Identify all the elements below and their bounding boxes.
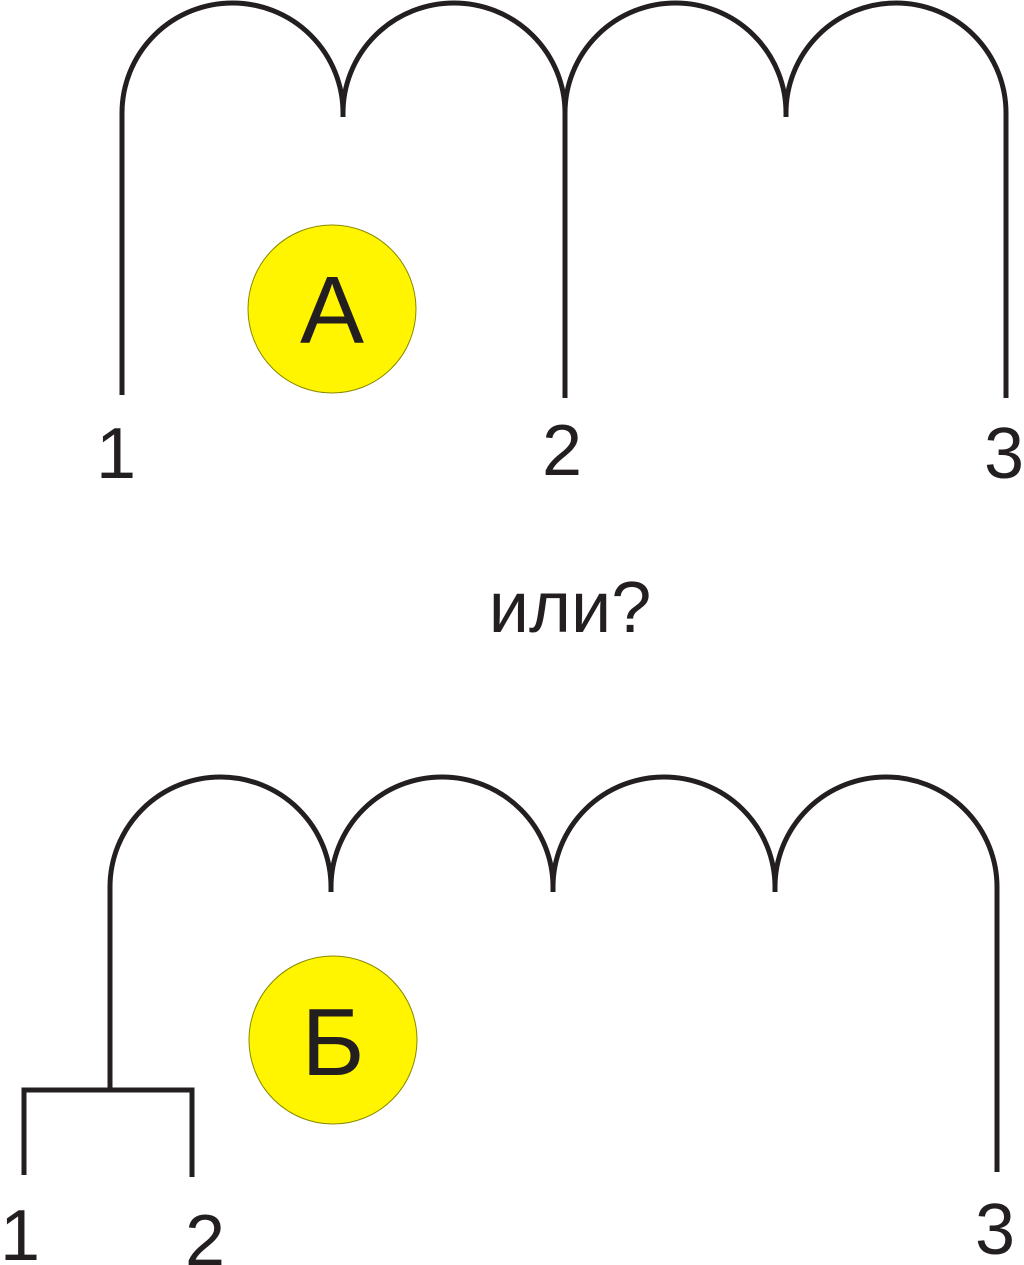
terminal-a-3: 3 <box>984 414 1024 494</box>
badge-a-circle <box>247 224 417 394</box>
badge-b-label: Б <box>302 989 365 1096</box>
terminal-b-2: 2 <box>185 1201 225 1265</box>
terminal-b-3: 3 <box>975 1190 1015 1265</box>
terminal-a-1: 1 <box>96 414 136 494</box>
question-text: или? <box>489 568 652 648</box>
coil-a-winding <box>119 0 1009 398</box>
terminal-a-2: 2 <box>542 411 582 491</box>
coil-b-winding <box>107 774 1000 1172</box>
badge-b-circle <box>248 955 418 1125</box>
coil-b-tap-bracket <box>21 1087 195 1177</box>
diagram-b: Б 1 2 3 <box>0 774 1015 1265</box>
diagram-a: А 1 2 3 <box>96 0 1024 494</box>
badge-a-label: А <box>300 257 364 364</box>
terminal-b-1: 1 <box>0 1196 40 1265</box>
